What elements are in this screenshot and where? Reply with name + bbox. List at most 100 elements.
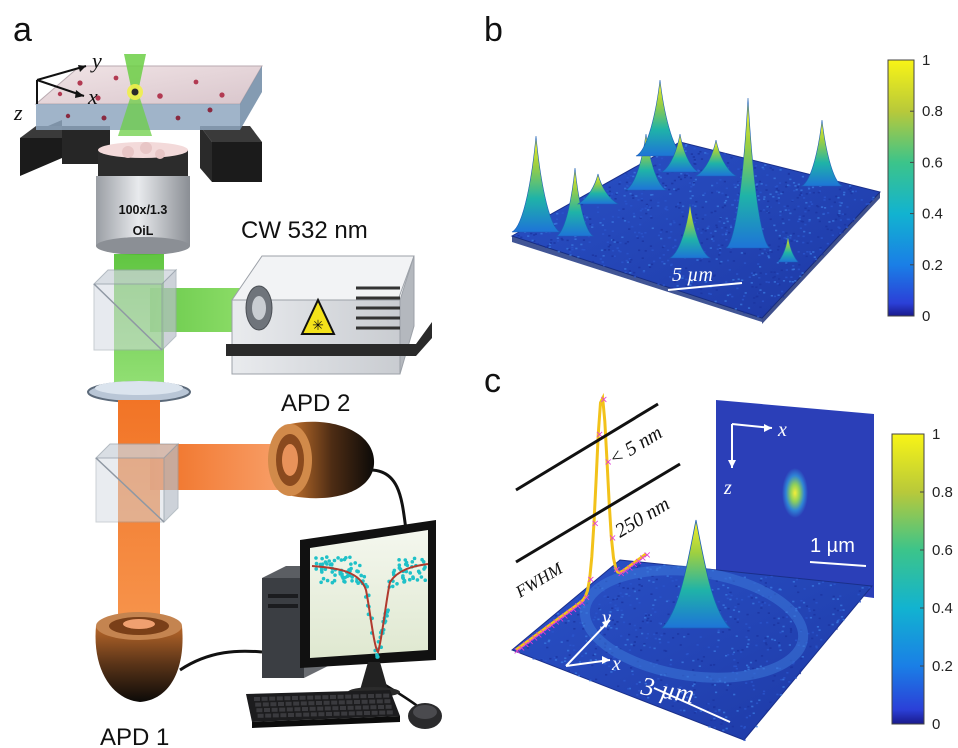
svg-text:×: × xyxy=(621,566,629,577)
svg-text:×: × xyxy=(595,429,603,440)
colorbar-b-tick-label: 0.8 xyxy=(922,103,943,120)
svg-text:×: × xyxy=(535,630,543,641)
axis-label-z: z xyxy=(13,100,23,125)
svg-text:×: × xyxy=(634,556,642,567)
colorbar-b-tick-label: 1 xyxy=(922,52,930,69)
svg-text:×: × xyxy=(526,636,534,647)
keyboard xyxy=(246,690,400,728)
scale-bar-image xyxy=(809,561,867,567)
svg-text:×: × xyxy=(548,620,556,631)
sample-stage xyxy=(20,120,262,182)
svg-text:×: × xyxy=(608,533,616,544)
surface-b-peak xyxy=(511,135,561,233)
surface-b-peak xyxy=(668,203,712,259)
colorbar-b-tick-label: 0.2 xyxy=(922,257,943,274)
laser-warning-icon: ✳ xyxy=(312,317,324,333)
svg-text:×: × xyxy=(587,575,595,586)
dim-fwhm-label: FWHM xyxy=(511,558,566,601)
surface-b-peak xyxy=(661,133,699,173)
colorbar-b-tick-label: 0 xyxy=(922,308,930,325)
surface-b-peak xyxy=(800,119,844,187)
laser-source: ✳ CW 532 nm xyxy=(226,217,432,375)
beam-splitter-1 xyxy=(92,268,178,352)
surface-axis-x-label: x xyxy=(611,653,621,675)
colorbar-c-tick-label: 0 xyxy=(932,716,940,733)
colorbar-b: 1 0.8 0.6 0.4 0.2 0 xyxy=(887,52,943,325)
screen-dip-spectrum xyxy=(311,555,429,659)
image-axis-x-label: x xyxy=(777,419,787,441)
svg-text:×: × xyxy=(582,593,590,604)
sample-slide xyxy=(34,54,263,136)
surface-b-peak xyxy=(694,139,738,177)
monitor xyxy=(300,520,436,697)
objective-oil-label: OiL xyxy=(133,224,154,238)
panel-letter-c: c xyxy=(484,362,501,400)
colorbar-c-tick-label: 0.4 xyxy=(932,600,953,617)
psf-profile: ××××××××××××××××××××××××××××××× xyxy=(513,392,651,657)
colorbar-c-tick-label: 1 xyxy=(932,426,940,443)
colorbar-c-tick-label: 0.8 xyxy=(932,484,953,501)
apd-1-label: APD 1 xyxy=(100,724,169,748)
apd-1-cable xyxy=(179,649,263,672)
laser-label: CW 532 nm xyxy=(241,217,368,244)
surface-b-peak xyxy=(624,133,668,191)
svg-text:×: × xyxy=(639,553,647,564)
scale-bar-surface xyxy=(653,687,731,723)
image-axis-z-label: z xyxy=(723,477,732,499)
apd-2-label: APD 2 xyxy=(281,390,350,417)
dim-line-bottom xyxy=(515,462,681,564)
scale-bar-b-label: 5 µm xyxy=(672,264,713,286)
surface-b-peak xyxy=(777,235,799,263)
svg-text:×: × xyxy=(604,457,612,468)
svg-text:×: × xyxy=(569,604,577,615)
dim-line-top xyxy=(515,402,659,492)
scale-bar-b xyxy=(667,282,743,291)
svg-text:×: × xyxy=(522,640,530,651)
svg-text:×: × xyxy=(630,560,638,571)
scale-bar-image-label: 1 µm xyxy=(810,535,855,557)
svg-text:×: × xyxy=(574,601,582,612)
colorbar-b-tick-label: 0.4 xyxy=(922,206,943,223)
svg-text:×: × xyxy=(539,627,547,638)
surface-b-peak xyxy=(556,167,594,237)
svg-text:×: × xyxy=(530,633,538,644)
svg-text:×: × xyxy=(643,550,651,561)
objective-magnification-label: 100x/1.3 xyxy=(119,203,168,217)
svg-text:×: × xyxy=(517,643,525,654)
surface-axis-y-label: y xyxy=(600,607,611,629)
panel-letter-a: a xyxy=(13,11,32,49)
svg-text:×: × xyxy=(552,617,560,628)
axis-label-y: y xyxy=(90,48,102,73)
svg-text:×: × xyxy=(600,394,608,405)
svg-text:×: × xyxy=(556,614,564,625)
surface-b-peak xyxy=(725,97,771,249)
colorbar-b-tick-label: 0.6 xyxy=(922,154,943,171)
svg-text:×: × xyxy=(513,646,521,657)
colorbar-c-tick-label: 0.2 xyxy=(932,658,953,675)
svg-text:×: × xyxy=(578,598,586,609)
filter-disk xyxy=(87,381,191,403)
svg-text:×: × xyxy=(543,624,551,635)
setup-schematic: y x z 100x/1.3 OiL xyxy=(13,48,442,748)
colorbar-c-tick-label: 0.6 xyxy=(932,542,953,559)
panel-c-surface-plot: x z 1 µm ×××××××××××××××××××××××××××××××… xyxy=(511,392,874,742)
surface-b-peak xyxy=(576,173,620,205)
xz-image-plane: x z 1 µm xyxy=(716,400,874,598)
svg-text:×: × xyxy=(591,519,599,530)
central-psf-peak xyxy=(661,519,731,629)
apd-1-detector: APD 1 xyxy=(95,612,183,748)
mouse xyxy=(408,703,442,729)
apd-2-cable xyxy=(369,468,408,531)
svg-text:×: × xyxy=(565,608,573,619)
axis-label-x: x xyxy=(87,84,98,109)
panel-b-surface-plot: 5 µm xyxy=(510,79,881,324)
beam-splitter-2 xyxy=(94,442,180,524)
svg-text:×: × xyxy=(617,568,625,579)
objective-lens: 100x/1.3 OiL xyxy=(96,142,190,255)
colorbar-c: 1 0.8 0.6 0.4 0.2 0 xyxy=(891,426,953,733)
svg-text:×: × xyxy=(613,564,621,575)
panel-letter-b: b xyxy=(484,11,503,49)
sample-axes: y x z xyxy=(13,48,102,125)
svg-text:×: × xyxy=(561,611,569,622)
